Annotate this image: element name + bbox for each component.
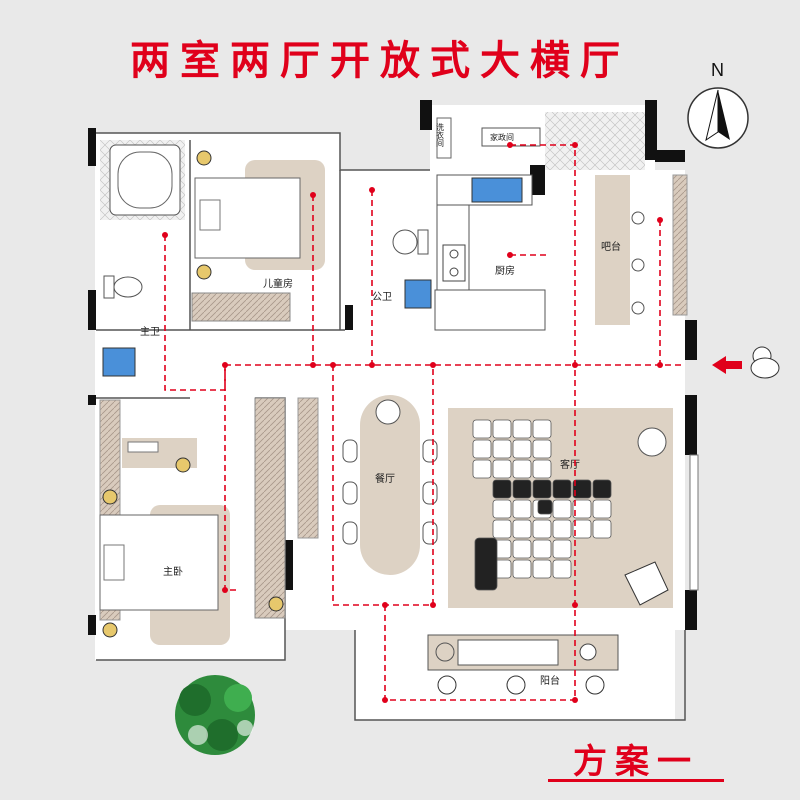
- scheme-label: 方案一: [573, 742, 699, 782]
- master-bedroom-furniture: [99, 399, 284, 645]
- toilet-master: [103, 275, 143, 299]
- living-window: [689, 454, 699, 591]
- modular-sofa: [472, 419, 612, 591]
- kitchen-counters: [434, 174, 546, 331]
- housework-tile: [545, 112, 645, 170]
- walls: [88, 100, 697, 635]
- plan-title: 两室两厅开放式大横厅: [130, 37, 630, 84]
- entrance-arrow-icon: [712, 356, 742, 374]
- tree-icon: [175, 675, 255, 755]
- sink-master-bath: [102, 347, 136, 377]
- label-kitchen: 厨房: [495, 264, 515, 277]
- label-laundry: 洗衣间: [436, 122, 445, 148]
- person-icon: [750, 346, 780, 379]
- compass-icon: [687, 87, 749, 149]
- scheme-underline: [548, 779, 724, 782]
- label-dining: 餐厅: [375, 472, 395, 485]
- thin-walls: [96, 132, 686, 721]
- balcony-furniture: [427, 634, 619, 695]
- child-room-furniture: [191, 150, 325, 322]
- label-master-bedroom: 主卧: [163, 565, 183, 578]
- label-child-room: 儿童房: [263, 277, 293, 290]
- label-public-bath: 公卫: [372, 292, 392, 303]
- bar-counter: [595, 174, 688, 325]
- lounge-chair: [624, 561, 669, 606]
- label-balcony: 阳台: [540, 674, 560, 687]
- label-master-bath: 主卫: [140, 326, 160, 338]
- wardrobe-strip: [254, 397, 286, 619]
- public-bath-fixtures: [392, 229, 432, 309]
- label-living: 客厅: [560, 458, 580, 471]
- compass-north: N: [711, 60, 724, 80]
- cabinet-strip: [297, 397, 319, 539]
- laundry-box: [436, 117, 452, 159]
- bathtub: [109, 144, 181, 216]
- label-bar: 吧台: [601, 240, 621, 253]
- label-housework: 家政间: [490, 132, 514, 142]
- dining-table: [342, 395, 438, 575]
- path-nodes: [162, 142, 663, 703]
